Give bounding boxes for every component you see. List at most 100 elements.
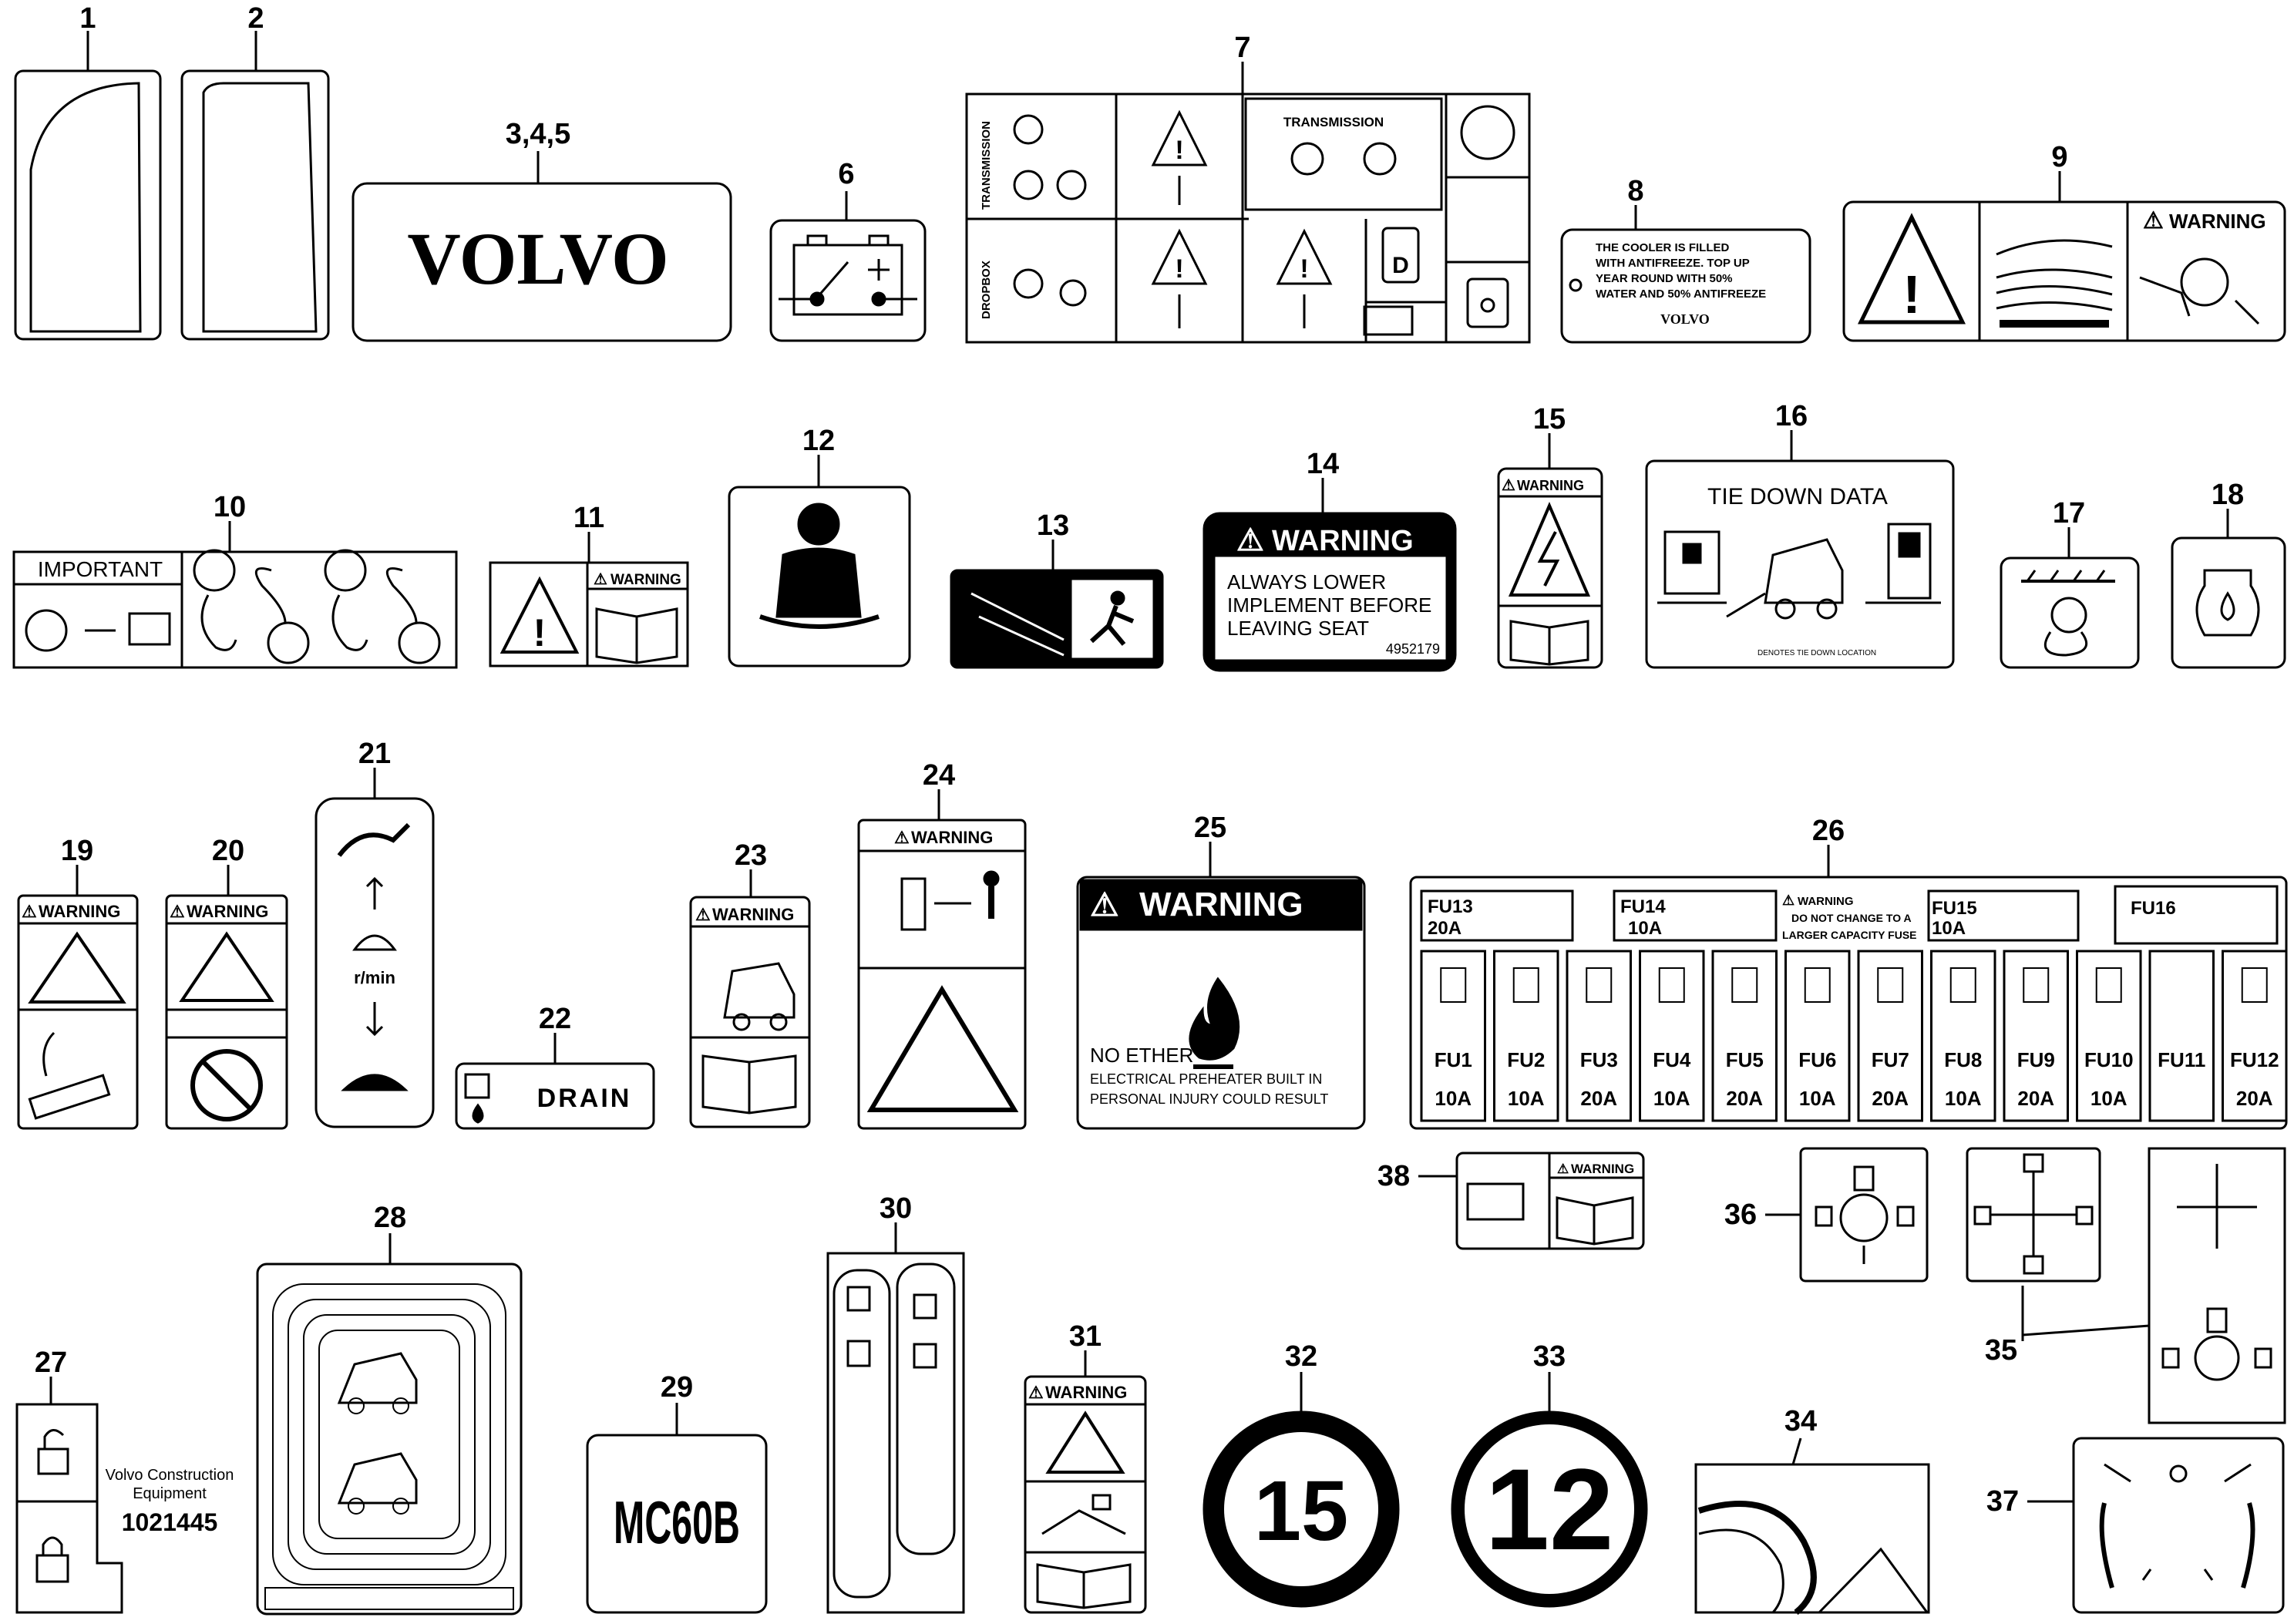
callout-3-4-5: 3,4,5 [506, 118, 571, 150]
fuse-amperage: 10A [1435, 1087, 1472, 1110]
svg-text:⚠: ⚠ [1557, 1162, 1569, 1176]
fuse-cell [1857, 950, 1923, 1122]
decal-14-title: WARNING [1272, 525, 1414, 557]
decal-21-throttle [314, 768, 435, 1128]
callout-32: 32 [1285, 1340, 1317, 1373]
callout-19: 19 [61, 835, 93, 867]
svg-text:⚠: ⚠ [1502, 477, 1515, 494]
always-lower-line-2: IMPLEMENT BEFORE [1227, 593, 1431, 617]
fuse-amperage: 20A [2236, 1087, 2273, 1110]
fuse-name: FU6 [1798, 1048, 1836, 1071]
decal-29-model [586, 1403, 768, 1614]
svg-text:⚠: ⚠ [594, 571, 607, 588]
fuse-name: FU9 [2017, 1048, 2055, 1071]
decal-35-joystick-patterns [1966, 1147, 2286, 1424]
decal-31-warning-label: WARNING [1045, 1383, 1127, 1402]
decal-26-fuse-panel: FU110AFU210AFU320AFU410AFU520AFU610AFU72… [1409, 845, 2288, 1130]
drain-label: DRAIN [537, 1084, 632, 1113]
cooler-brand: VOLVO [1660, 311, 1710, 327]
fuse-name: FU8 [1944, 1048, 1982, 1071]
fuse-amperage: 20A [1580, 1087, 1617, 1110]
fuse-symbol-icon [1877, 967, 1904, 1003]
svg-text:!: ! [1175, 136, 1183, 165]
decal-24-keep-clear-warning [857, 789, 1027, 1130]
fuse-amperage: 10A [1945, 1087, 1982, 1110]
dropbox-vertical-label: DROPBOX [980, 261, 993, 319]
fuse-name: FU12 [2230, 1048, 2279, 1071]
callout-34: 34 [1784, 1405, 1817, 1437]
fuse-warning-label: WARNING [1798, 895, 1854, 908]
svg-text:!: ! [533, 611, 547, 654]
fuse-name: FU10 [2084, 1048, 2134, 1071]
no-ether-label: NO ETHER [1090, 1044, 1193, 1067]
callout-38: 38 [1377, 1160, 1410, 1192]
callout-22: 22 [539, 1003, 571, 1035]
decal-25-no-ether [1076, 842, 1366, 1130]
fuse-name: FU11 [2158, 1048, 2205, 1071]
decal-37-control-handles [2027, 1437, 2285, 1614]
fuse-name: FU5 [1726, 1048, 1764, 1071]
callout-6: 6 [838, 158, 854, 190]
fuse-name: FU4 [1653, 1048, 1691, 1071]
decal-12-seat-belt [728, 455, 911, 667]
callout-31: 31 [1069, 1320, 1102, 1353]
fuse-name: FU2 [1507, 1048, 1545, 1071]
callout-33: 33 [1533, 1340, 1566, 1373]
transmission-panel-label: TRANSMISSION [1283, 115, 1384, 129]
decal-8-cooler [1560, 205, 1811, 344]
fu14-name: FU14 [1620, 896, 1666, 917]
decal-10-important [12, 521, 458, 669]
callout-7: 7 [1234, 32, 1250, 64]
fu13-amp: 20A [1428, 918, 1462, 939]
fu15-name: FU15 [1932, 898, 1977, 919]
callout-28: 28 [374, 1202, 406, 1234]
fuse-amperage: 10A [2090, 1087, 2128, 1110]
decal-23-loader-warning [689, 869, 811, 1128]
decal-16-tie-down-data [1645, 430, 1955, 669]
callout-37: 37 [1986, 1485, 2019, 1518]
callout-20: 20 [212, 835, 244, 867]
decal-32-speed-15 [1202, 1372, 1400, 1608]
fuse-cell [1493, 950, 1559, 1122]
fu13-name: FU13 [1428, 896, 1473, 917]
svg-text:D: D [1392, 253, 1409, 278]
fu14-amp: 10A [1628, 918, 1662, 939]
callout-25: 25 [1194, 812, 1226, 844]
fuse-amperage: 10A [1653, 1087, 1690, 1110]
svg-text:⚠: ⚠ [1782, 893, 1794, 908]
transmission-vertical-label: TRANSMISSION [980, 121, 993, 210]
fuse-symbol-icon [1949, 967, 1976, 1003]
always-lower-line-1: ALWAYS LOWER [1227, 570, 1386, 593]
decal-6-battery [769, 191, 927, 342]
decal-38-battery-manual [1418, 1152, 1645, 1250]
fuse-name: FU3 [1580, 1048, 1618, 1071]
fuse-symbol-icon [1731, 967, 1758, 1003]
callout-14: 14 [1307, 448, 1339, 480]
decal-34-tire [1694, 1437, 1930, 1616]
cooler-line-4: WATER AND 50% ANTIFREEZE [1596, 287, 1766, 301]
fu15-amp: 10A [1932, 918, 1966, 939]
callout-29: 29 [661, 1371, 693, 1404]
fuse-cell [2222, 950, 2288, 1122]
callout-1: 1 [79, 2, 96, 35]
svg-text:!: ! [1175, 254, 1183, 284]
fuse-warning-line-2: LARGER CAPACITY FUSE [1782, 929, 1917, 941]
decal-38-warning-label: WARNING [1571, 1162, 1634, 1176]
fuse-symbol-icon [1440, 967, 1467, 1003]
callout-9: 9 [2051, 141, 2067, 173]
svg-text:⚠: ⚠ [1028, 1383, 1044, 1402]
callout-16: 16 [1775, 400, 1808, 432]
cooler-line-3: YEAR ROUND WITH 50% [1596, 272, 1733, 285]
decal-28-capacity-chart [256, 1233, 523, 1616]
callout-18: 18 [2212, 479, 2244, 511]
fuse-cell [2148, 950, 2215, 1122]
callout-30: 30 [880, 1192, 912, 1225]
always-lower-code: 4952179 [1386, 641, 1440, 657]
decal-9-warning-label: WARNING [2169, 210, 2266, 233]
callout-12: 12 [802, 425, 835, 457]
callout-35: 35 [1985, 1334, 2017, 1367]
callout-10: 10 [214, 491, 246, 523]
fuse-cell [1566, 950, 1632, 1122]
decal-36-joystick-pattern [1765, 1147, 1929, 1283]
